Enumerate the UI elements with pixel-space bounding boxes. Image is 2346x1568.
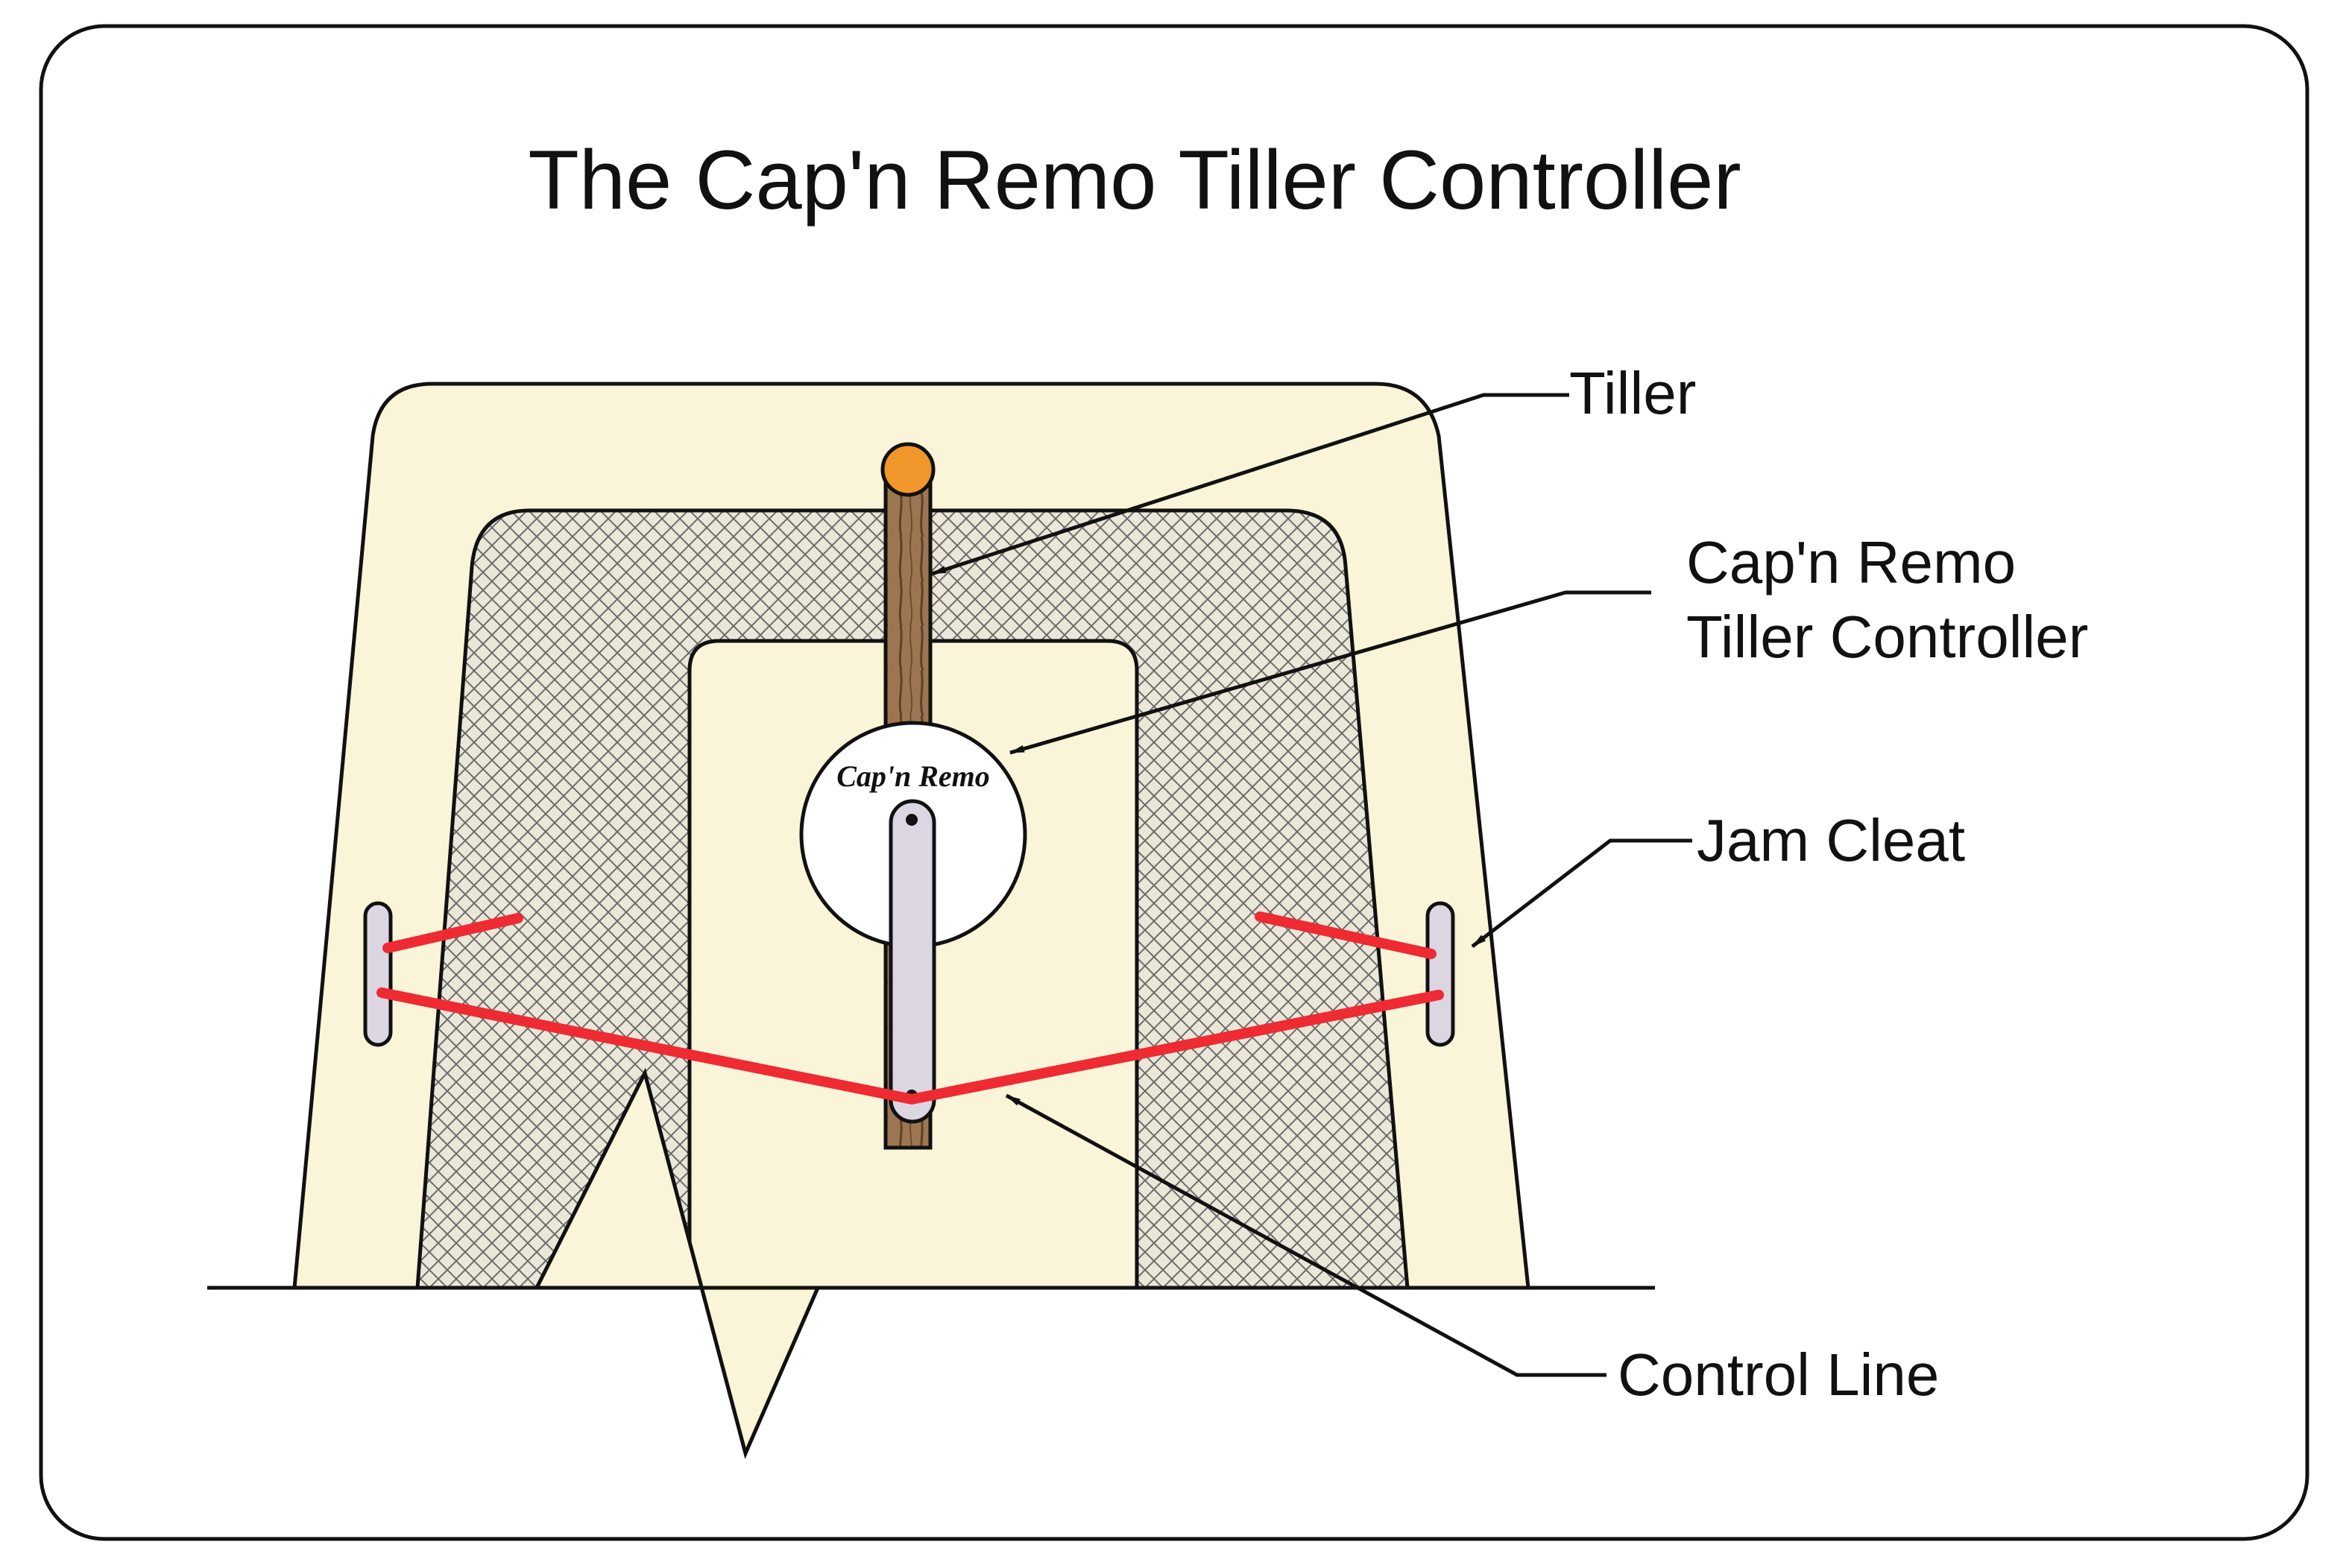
control-line-left <box>376 987 917 1104</box>
leader-tiller <box>931 393 1569 576</box>
control-line-left-tail <box>382 913 523 953</box>
jam-cleat-left <box>363 901 393 1047</box>
leader-jam-cleat <box>1471 838 1692 948</box>
jam-cleat-right <box>1425 901 1455 1047</box>
diagram-title: The Cap'n Remo Tiller Controller <box>528 133 1741 227</box>
label-tiller: Tiller <box>1569 360 1696 426</box>
tiller-knob <box>880 442 936 497</box>
label-jam-cleat: Jam Cleat <box>1697 807 1965 873</box>
arm-pivot <box>906 814 918 826</box>
control-line-right <box>906 990 1444 1104</box>
label-controller-line1: Cap'n Remo <box>1686 529 2016 595</box>
leader-controller <box>1009 590 1651 755</box>
seat-notch <box>535 1067 820 1459</box>
leader-control-line <box>1005 1093 1606 1377</box>
control-line-group <box>376 911 1444 1104</box>
controller-brand-label: Cap'n Remo <box>836 759 990 793</box>
tiller-arm <box>889 799 936 1124</box>
label-control-line: Control Line <box>1618 1341 1939 1408</box>
label-controller-line2: Tiller Controller <box>1686 604 2088 670</box>
control-line-right-tail <box>1255 911 1437 959</box>
